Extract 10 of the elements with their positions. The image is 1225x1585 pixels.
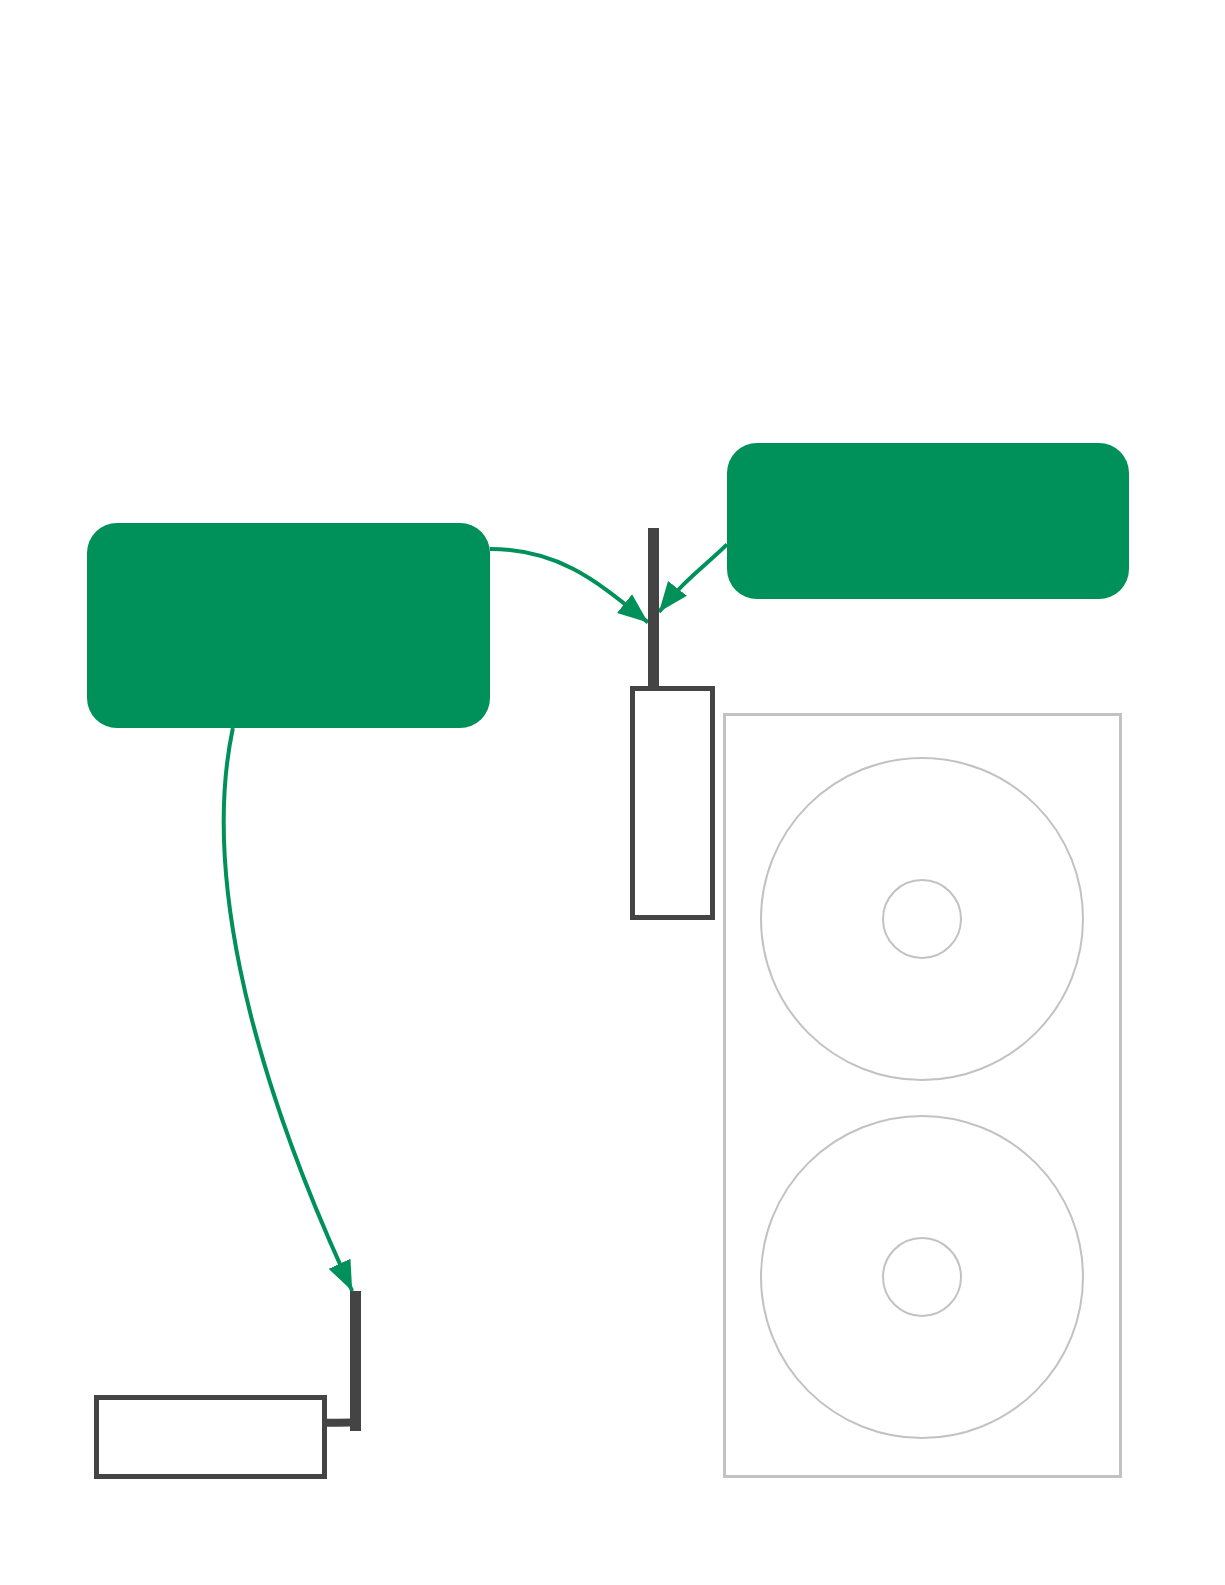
antenna [648, 528, 659, 688]
callout-box [727, 443, 1129, 599]
arrow [489, 547, 650, 624]
callout-box [87, 523, 490, 728]
receiver-body [94, 1395, 327, 1479]
connector-line [327, 1418, 350, 1427]
arrow [657, 542, 729, 614]
transmitter-body [630, 686, 715, 920]
arrow [222, 727, 355, 1292]
antenna [350, 1291, 361, 1431]
